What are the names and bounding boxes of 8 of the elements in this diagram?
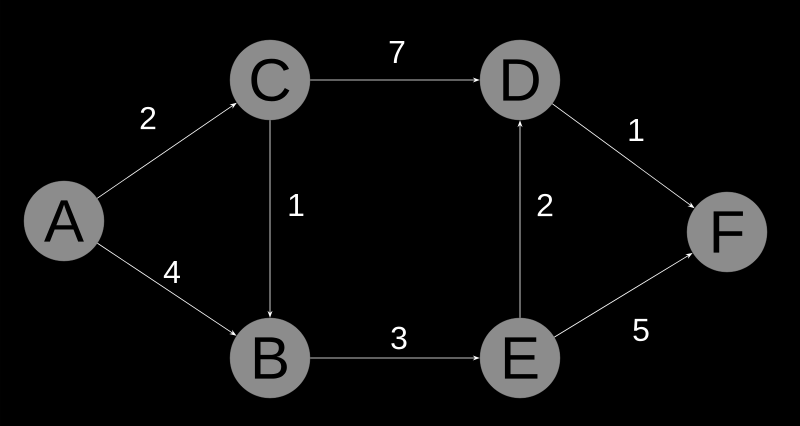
- edge-label: 2: [140, 106, 156, 130]
- edge-label: 2: [538, 194, 552, 216]
- edge-label: 1: [290, 194, 304, 216]
- edge-label: 4: [164, 261, 180, 283]
- edge-label: 3: [391, 326, 406, 350]
- edge-label: 1: [630, 119, 644, 141]
- edge-label: 5: [633, 318, 649, 342]
- edge-label: 7: [390, 41, 404, 63]
